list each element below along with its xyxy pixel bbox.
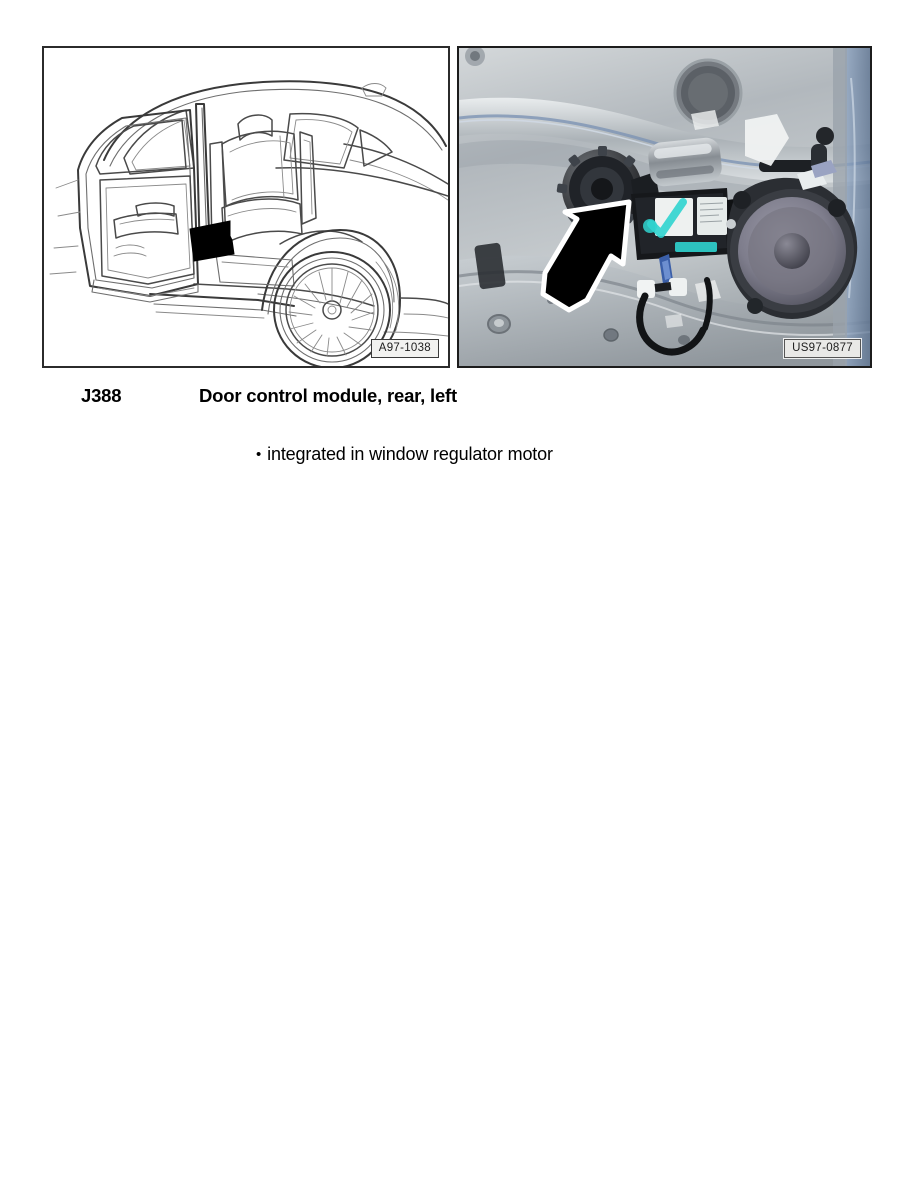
module-label-right xyxy=(697,197,727,235)
photo-id-tag: US97-0877 xyxy=(784,339,861,358)
component-title: Door control module, rear, left xyxy=(199,385,457,406)
vehicle-illustration-panel: .ln { fill:none; stroke:#4a4a4a; stroke-… xyxy=(42,46,450,368)
door-photo-panel: US97-0877 xyxy=(457,46,872,368)
location-arrow-illustration xyxy=(189,220,235,262)
left-tape-strip xyxy=(474,242,506,290)
rear-wheel xyxy=(273,251,400,366)
component-note: • integrated in window regulator motor xyxy=(256,444,553,465)
vehicle-line-drawing-svg: .ln { fill:none; stroke:#4a4a4a; stroke-… xyxy=(44,48,448,366)
motor-cylinder xyxy=(648,137,722,187)
door-photo-svg xyxy=(459,48,870,366)
panel-access-holes xyxy=(465,48,690,345)
component-code: J388 xyxy=(81,385,122,406)
body-detail-lines xyxy=(49,83,387,275)
component-note-text: integrated in window regulator motor xyxy=(267,444,553,464)
door-interior-photo xyxy=(459,48,870,366)
location-arrow-photo xyxy=(540,199,632,313)
open-rear-left-door xyxy=(77,109,199,303)
vehicle-illustration: .ln { fill:none; stroke:#4a4a4a; stroke-… xyxy=(44,48,448,366)
door-loudspeaker xyxy=(726,160,858,319)
illustration-id-tag: A97-1038 xyxy=(370,339,439,358)
component-caption: J388 Door control module, rear, left xyxy=(0,385,918,413)
car-interior xyxy=(209,114,317,287)
upper-grommet xyxy=(673,58,743,128)
wiring-harness xyxy=(636,254,713,356)
car-glass xyxy=(123,109,393,175)
bullet-icon: • xyxy=(256,446,262,463)
wheel-spokes xyxy=(288,267,375,357)
speaker-dome xyxy=(774,233,810,269)
door-frame-edge xyxy=(845,48,870,366)
module-cyan-marking xyxy=(643,198,687,238)
module-cyan-bar xyxy=(675,242,717,252)
figure-row: .ln { fill:none; stroke:#4a4a4a; stroke-… xyxy=(42,46,872,368)
